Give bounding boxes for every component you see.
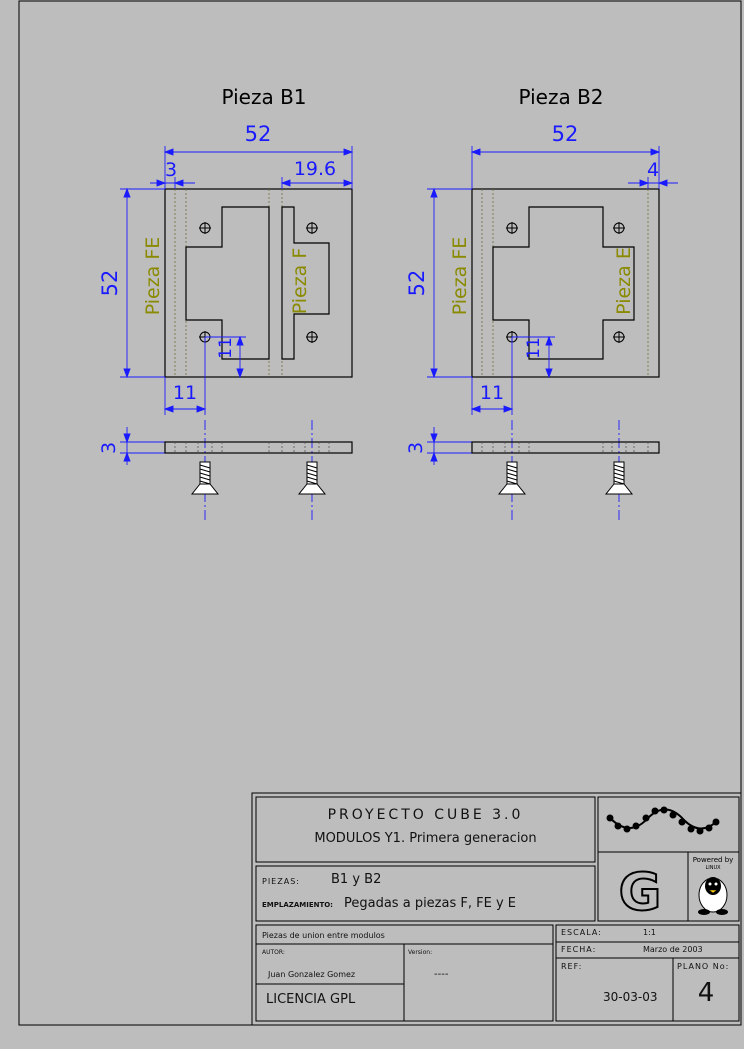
ref-value: 30-03-03 (603, 990, 658, 1004)
part-b1-screws (190, 461, 327, 495)
screw-icon (604, 461, 634, 495)
part-b1-dimension-lines (120, 146, 354, 522)
dim-b2-right-offset: 4 (647, 159, 659, 181)
part-b1-side-view (164, 441, 353, 454)
escala-label: ESCALA: (561, 928, 602, 937)
part-b1-cutout (185, 206, 270, 360)
fecha-label: FECHA: (561, 945, 597, 954)
dim-b1-left-offset: 3 (165, 159, 177, 181)
emplazamiento-value: Pegadas a piezas F, FE y E (344, 896, 516, 911)
part-b1-label-left: Pieza FE (142, 237, 164, 316)
title-block (251, 792, 742, 1026)
ref-label: REF: (561, 962, 583, 971)
part-b2-dimension-texts: 52 4 52 11 11 3 (405, 122, 659, 454)
dim-b1-hole-x: 11 (173, 382, 197, 404)
part-b2-side-view (471, 441, 660, 454)
part-b2-label-left: Pieza FE (449, 237, 471, 316)
group-logo: G (619, 863, 662, 923)
project-logo-wave (606, 806, 720, 835)
version-label: Version: (408, 949, 433, 956)
linux-label: LINUX (705, 865, 721, 871)
part-b2-plate (471, 188, 660, 378)
dim-b1-right: 19.6 (294, 158, 336, 180)
part-b2-holes (506, 222, 625, 343)
autor-value: Juan Gonzalez Gomez (268, 970, 356, 979)
dim-b2-hole-x: 11 (480, 382, 504, 404)
plano-value: 4 (697, 978, 715, 1008)
dim-b1-thickness: 3 (98, 442, 120, 454)
escala-value: 1:1 (643, 928, 656, 937)
emplazamiento-label: EMPLAZAMIENTO: (262, 901, 333, 909)
part-b2-cutout (492, 206, 635, 360)
dim-b2-width: 52 (552, 122, 579, 146)
piezas-box (255, 865, 596, 922)
screw-icon (297, 461, 327, 495)
part-b2-label-right: Pieza E (613, 247, 635, 315)
dim-b1-hole-y: 11 (216, 337, 236, 359)
dim-b1-width: 52 (245, 122, 272, 146)
dim-b2-thickness: 3 (405, 442, 427, 454)
fecha-value: Marzo de 2003 (643, 945, 703, 954)
tux-icon (698, 877, 728, 915)
part-b1-label-right: Pieza F (289, 248, 311, 315)
part-b1-slot (281, 206, 330, 360)
drawing-description: Piezas de union entre modulos (262, 931, 385, 940)
version-value: ---- (434, 969, 449, 980)
project-box (255, 796, 596, 863)
plano-label: PLANO No: (677, 962, 730, 971)
part-b1-title: Pieza B1 (221, 85, 306, 109)
project-title: PROYECTO CUBE 3.0 (327, 807, 524, 823)
autor-label: AUTOR: (262, 949, 285, 956)
part-b2-dimension-lines (427, 146, 678, 522)
dim-b1-height: 52 (98, 270, 122, 297)
dim-b2-hole-y: 11 (524, 337, 544, 359)
project-subtitle: MODULOS Y1. Primera generacion (314, 831, 537, 846)
licencia: LICENCIA GPL (266, 992, 356, 1007)
part-b1-dimension-texts: 52 19.6 3 52 11 11 3 (98, 122, 336, 454)
piezas-label: PIEZAS: (262, 877, 300, 886)
screw-icon (190, 461, 220, 495)
powered-by-label: Powered by (693, 856, 734, 864)
part-b1-plate (164, 188, 353, 378)
part-b2-view: Pieza B2 Pieza FE Pieza E (405, 85, 678, 522)
part-b1-view: Pieza B1 Pieza FE Pieza F (98, 85, 354, 522)
part-b2-title: Pieza B2 (518, 85, 603, 109)
screw-icon (497, 461, 527, 495)
piezas-value: B1 y B2 (331, 872, 382, 887)
part-b2-screws (497, 461, 634, 495)
dim-b2-height: 52 (405, 270, 429, 297)
